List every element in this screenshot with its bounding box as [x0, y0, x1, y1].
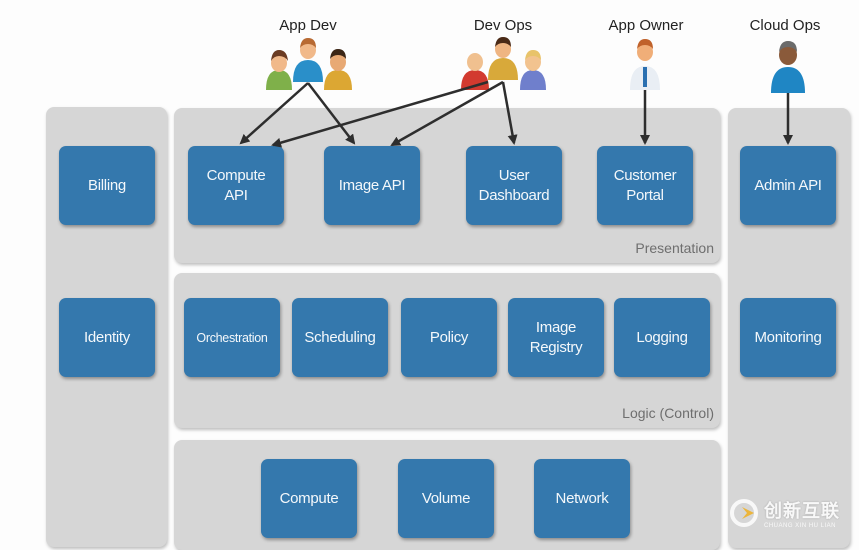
cloud-ops-label: Cloud Ops: [749, 17, 821, 34]
app-dev-person-icon-3: [324, 49, 352, 90]
admin-api-tile[interactable]: Admin API: [740, 146, 836, 225]
network-tile[interactable]: Network: [534, 459, 630, 538]
app-owner-person-icon: [630, 39, 660, 90]
logging-tile[interactable]: Logging: [614, 298, 710, 377]
orchestration-tile[interactable]: Orchestration: [184, 298, 280, 377]
watermark-logo-icon: [730, 498, 758, 527]
billing-tile[interactable]: Billing: [59, 146, 155, 225]
volume-tile[interactable]: Volume: [398, 459, 494, 538]
app-dev-label: App Dev: [279, 17, 337, 34]
watermark-title: 创新互联: [764, 500, 840, 521]
app-owner-label: App Owner: [608, 17, 684, 34]
image-api-tile[interactable]: Image API: [324, 146, 420, 225]
policy-tile[interactable]: Policy: [401, 298, 497, 377]
image-registry-tile[interactable]: Image Registry: [508, 298, 604, 377]
arrow-devops-compute-api: [271, 80, 489, 148]
arrow-appdev-image-api: [307, 82, 356, 145]
arrow-devops-image-api: [390, 80, 504, 147]
cloud-ops-person-icon: [771, 41, 805, 93]
app-dev-person-icon-2: [293, 38, 323, 82]
dev-ops-person-icon-2: [488, 37, 518, 80]
dev-ops-label: Dev Ops: [473, 17, 533, 34]
compute-api-tile[interactable]: Compute API: [188, 146, 284, 225]
identity-tile[interactable]: Identity: [59, 298, 155, 377]
watermark: 创新互联 CHUANG XIN HU LIAN: [728, 490, 853, 535]
presentation-layer-label: Presentation: [635, 240, 714, 256]
compute-tile[interactable]: Compute: [261, 459, 357, 538]
customer-portal-tile[interactable]: Customer Portal: [597, 146, 693, 225]
dev-ops-person-icon-1: [461, 53, 489, 90]
watermark-subtitle: CHUANG XIN HU LIAN: [764, 522, 837, 529]
arrow-appdev-compute-api: [239, 82, 309, 145]
scheduling-tile[interactable]: Scheduling: [292, 298, 388, 377]
monitoring-tile[interactable]: Monitoring: [740, 298, 836, 377]
arrow-devops-user-dashboard: [501, 81, 518, 145]
dev-ops-person-icon-3: [520, 50, 546, 90]
app-dev-person-icon-1: [266, 50, 292, 90]
user-dashboard-tile[interactable]: User Dashboard: [466, 146, 562, 225]
logic-layer-label: Logic (Control): [622, 405, 714, 421]
